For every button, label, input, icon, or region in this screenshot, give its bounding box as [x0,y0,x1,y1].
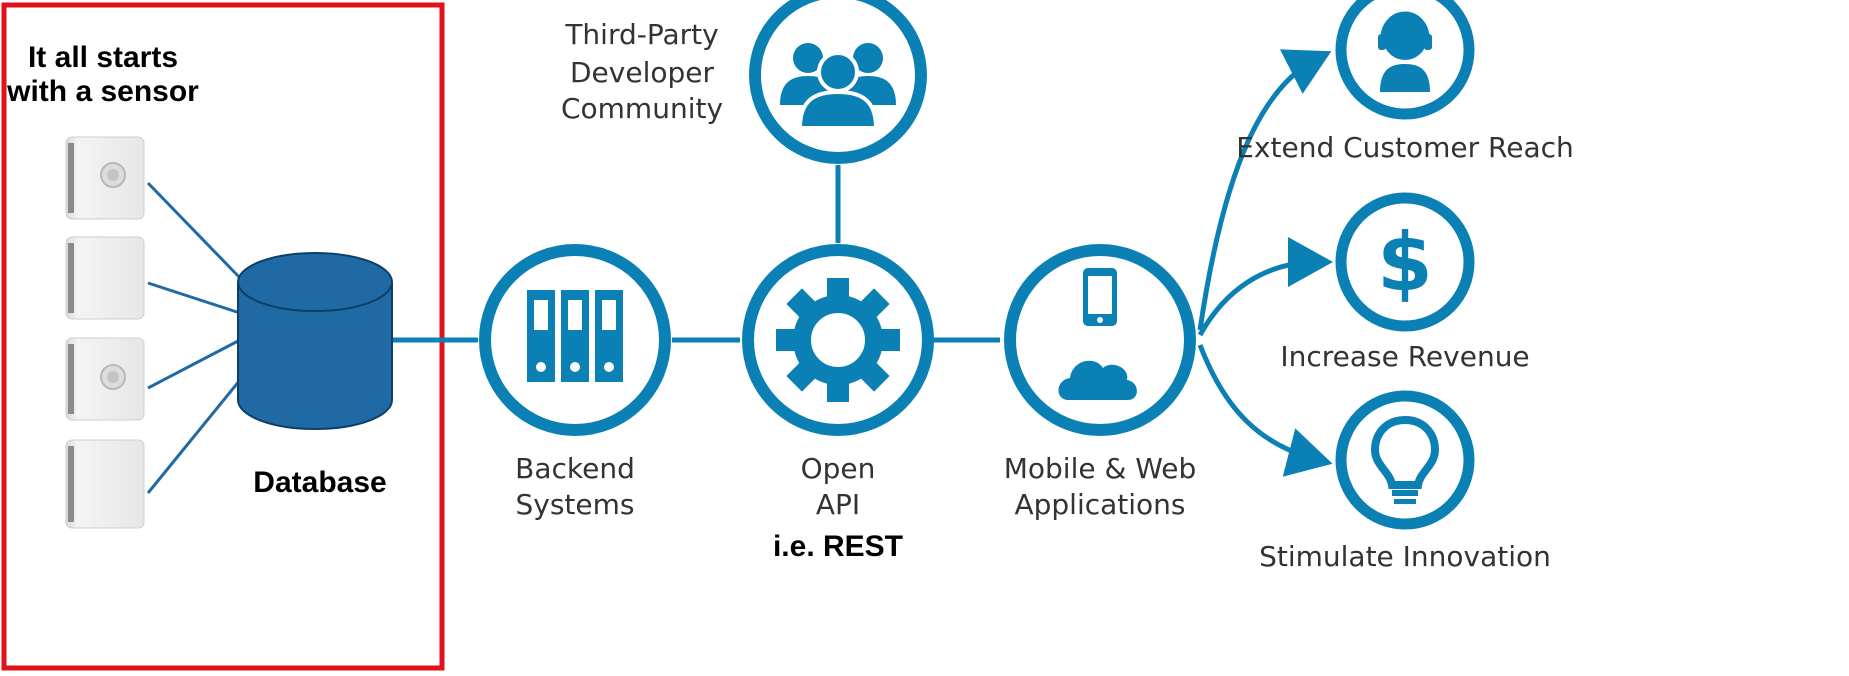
database-icon [237,252,393,430]
sensor-device [65,236,145,320]
community-label-line2: Developer [570,56,714,89]
outcome-arrows [1197,49,1333,477]
gear-icon [776,278,900,402]
gear-ring [793,295,883,385]
sensor-device [65,136,145,220]
people-group-icon [780,43,896,130]
database-label: Database [253,466,386,499]
phone-cloud-icon [1058,268,1137,400]
community-label-line3: Community [561,92,723,125]
apps-label-line1: Mobile & Web [1004,452,1197,485]
community-label-line1: Third-Party [564,18,718,51]
innovation-node [1335,390,1475,530]
apps-label-line2: Applications [1014,488,1185,521]
sensor-caption-line1: It all starts [28,41,178,74]
node-connectors [392,165,1000,343]
api-note: i.e. REST [773,530,903,563]
api-label-line2: API [816,488,860,521]
dollar-icon: $ [1377,216,1433,309]
headset-person-icon [1378,11,1432,92]
backend-label-line1: Backend [515,452,635,485]
api-node [742,244,934,436]
sensor-device [65,439,145,529]
outcome-label-innovation: Stimulate Innovation [1259,540,1551,573]
community-node [749,0,927,164]
sensor-devices [65,136,145,529]
sensor-device [65,337,145,421]
api-label-line1: Open [801,452,876,485]
revenue-node: $ [1335,192,1475,332]
sensor-caption-line2: with a sensor [6,75,199,108]
outcome-label-reach: Extend Customer Reach [1236,131,1574,164]
backend-label-line2: Systems [516,488,635,521]
binders-icon [527,290,623,382]
reach-node [1335,0,1475,120]
sensor-connectors [146,181,244,494]
backend-node [479,244,671,436]
outcome-label-revenue: Increase Revenue [1280,340,1529,373]
lightbulb-icon [1370,415,1440,504]
sensor-highlight-box [1,2,445,671]
apps-node [1004,244,1196,436]
